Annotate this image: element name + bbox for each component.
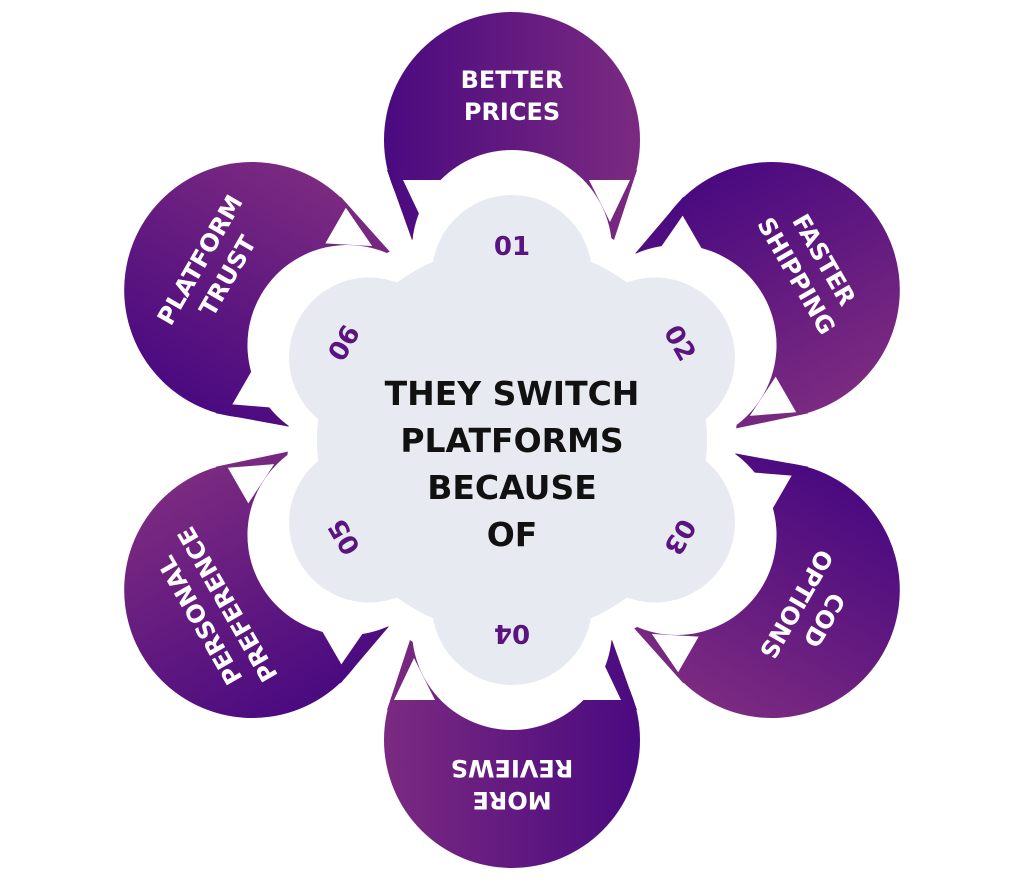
triangle-icon xyxy=(589,180,630,222)
triangle-icon xyxy=(651,633,699,673)
center-lobe xyxy=(432,525,592,685)
item-number: 01 xyxy=(494,232,530,262)
center-lobe xyxy=(432,195,592,355)
petal-label: MORE REVIEWS 04 xyxy=(451,618,574,814)
triangle-icon xyxy=(325,207,373,247)
center-shape xyxy=(289,195,735,685)
petal-label-line: MORE xyxy=(472,786,551,814)
triangle-icon xyxy=(227,464,275,504)
petal-label-line: PRICES xyxy=(464,98,560,126)
petal-label: BETTER PRICES 01 xyxy=(461,66,564,262)
center-title-line: OF xyxy=(487,515,538,554)
center-lobe xyxy=(574,277,735,438)
petal-label-line: REVIEWS xyxy=(451,754,574,782)
center-lobe xyxy=(574,442,735,603)
center-lobe xyxy=(289,442,450,603)
triangle-icon xyxy=(321,627,367,665)
item-number: 04 xyxy=(494,618,530,648)
center-title-line: THEY SWITCH xyxy=(385,374,640,413)
center-title: THEY SWITCH PLATFORMS BECAUSE OF xyxy=(385,374,640,554)
center-title-line: PLATFORMS xyxy=(400,421,623,460)
triangle-icon xyxy=(657,215,703,253)
triangle-icon xyxy=(394,658,435,700)
triangle-icon xyxy=(749,376,797,416)
center-lobe xyxy=(289,277,450,438)
petal-label-line: BETTER xyxy=(461,66,564,94)
center-title-line: BECAUSE xyxy=(427,468,597,507)
